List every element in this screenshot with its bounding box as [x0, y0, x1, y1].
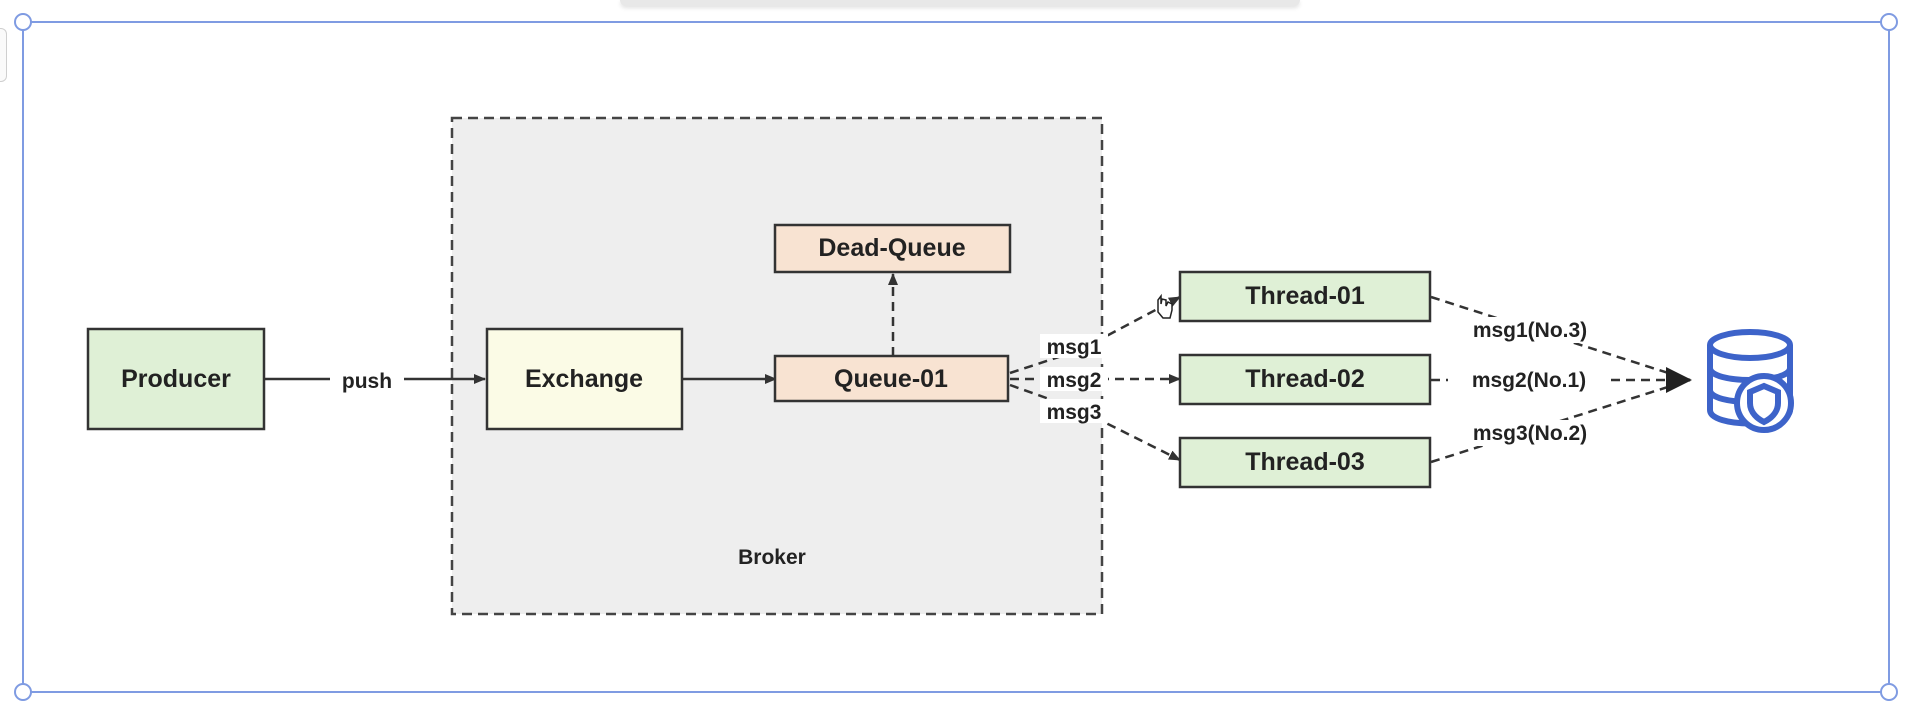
queue-node[interactable]: Queue-01 — [773, 354, 1010, 403]
selection-frame[interactable] — [22, 21, 1890, 693]
queue-label: Queue-01 — [834, 365, 948, 393]
exchange-label: Exchange — [525, 365, 643, 393]
edge-label-push: push — [342, 370, 392, 393]
dead-queue-node[interactable]: Dead-Queue — [773, 223, 1012, 274]
msg3-label-bg — [1040, 399, 1108, 423]
edge-label-msg2: msg2 — [1047, 369, 1102, 392]
db-arrowhead — [1666, 367, 1692, 393]
edge-label-msg1: msg1 — [1047, 336, 1102, 359]
msg3-no2-label-bg — [1460, 420, 1598, 446]
msg1-label-bg — [1040, 334, 1108, 358]
selection-handle-bottom-right[interactable] — [1880, 683, 1898, 701]
dead-queue-label: Dead-Queue — [818, 234, 965, 262]
edges: push msg1 msg2 msg3 msg1(No.3) msg2(No.1… — [264, 273, 1692, 464]
push-label-bg — [330, 363, 404, 395]
hand-cursor-icon — [1157, 293, 1173, 319]
database-shield-icon[interactable] — [1707, 329, 1794, 433]
msg2-label-bg — [1040, 367, 1108, 391]
thread-01-label: Thread-01 — [1245, 282, 1365, 310]
exchange-node[interactable]: Exchange — [485, 327, 684, 431]
edge-label-msg2-no1: msg2(No.1) — [1472, 369, 1586, 392]
producer-label: Producer — [121, 365, 231, 393]
producer-node[interactable]: Producer — [86, 327, 266, 431]
thread-02-node[interactable]: Thread-02 — [1178, 353, 1432, 406]
thread-03-node[interactable]: Thread-03 — [1178, 436, 1432, 489]
selection-handle-top-right[interactable] — [1880, 13, 1898, 31]
thread-02-label: Thread-02 — [1245, 365, 1364, 393]
edge-label-msg3: msg3 — [1047, 401, 1102, 424]
thread-03-label: Thread-03 — [1245, 448, 1364, 476]
msg2-no1-label-bg — [1448, 366, 1610, 392]
edge-label-msg1-no3: msg1(No.3) — [1473, 319, 1587, 342]
thread-01-node[interactable]: Thread-01 — [1178, 270, 1432, 323]
msg1-no3-label-bg — [1460, 317, 1598, 343]
edge-label-msg3-no2: msg3(No.2) — [1473, 422, 1587, 445]
broker-label: Broker — [738, 546, 806, 569]
selection-handle-bottom-left[interactable] — [14, 683, 32, 701]
selection-handle-top-left[interactable] — [14, 13, 32, 31]
window-top-edge — [620, 0, 1300, 6]
